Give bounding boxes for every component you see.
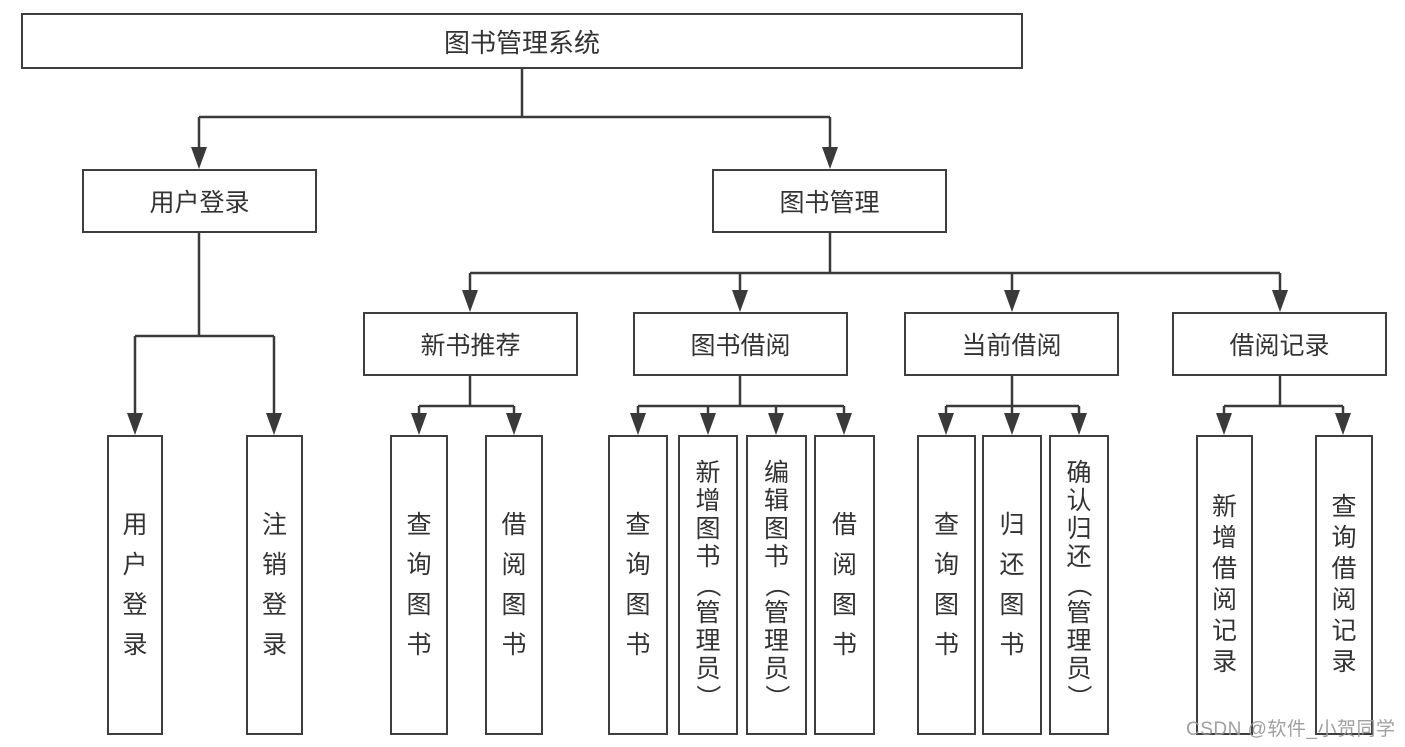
node-book-management: 图书管理 bbox=[712, 169, 947, 233]
connector-path bbox=[133, 69, 1345, 414]
leaf-query-books-recommend: 查询图书 bbox=[390, 435, 448, 735]
leaf-query-books-current: 查询图书 bbox=[917, 435, 976, 735]
node-user-login-branch: 用户登录 bbox=[82, 169, 317, 233]
leaf-add-borrow-record: 新增借阅记录 bbox=[1196, 435, 1253, 735]
leaf-confirm-return-admin: 确认归还（管理员） bbox=[1049, 435, 1109, 735]
leaf-borrow-books-borrow: 借阅图书 bbox=[814, 435, 875, 735]
leaf-logout: 注销登录 bbox=[246, 435, 303, 735]
leaf-query-borrow-record: 查询借阅记录 bbox=[1315, 435, 1373, 735]
leaf-borrow-books-recommend: 借阅图书 bbox=[485, 435, 543, 735]
watermark: CSDN @软件_小贺同学 bbox=[1186, 719, 1396, 740]
leaf-add-books-admin: 新增图书（管理员） bbox=[678, 435, 738, 735]
node-new-book-recommend: 新书推荐 bbox=[363, 312, 578, 376]
leaf-edit-books-admin: 编辑图书（管理员） bbox=[746, 435, 807, 735]
node-book-borrow: 图书借阅 bbox=[633, 312, 848, 376]
node-borrow-records: 借阅记录 bbox=[1172, 312, 1387, 376]
leaf-user-login: 用户登录 bbox=[107, 435, 163, 735]
leaf-query-books-borrow: 查询图书 bbox=[608, 435, 668, 735]
node-library-system: 图书管理系统 bbox=[21, 13, 1023, 69]
node-current-borrow: 当前借阅 bbox=[904, 312, 1119, 376]
arrowheads bbox=[127, 147, 1351, 435]
leaf-return-books: 归还图书 bbox=[982, 435, 1042, 735]
